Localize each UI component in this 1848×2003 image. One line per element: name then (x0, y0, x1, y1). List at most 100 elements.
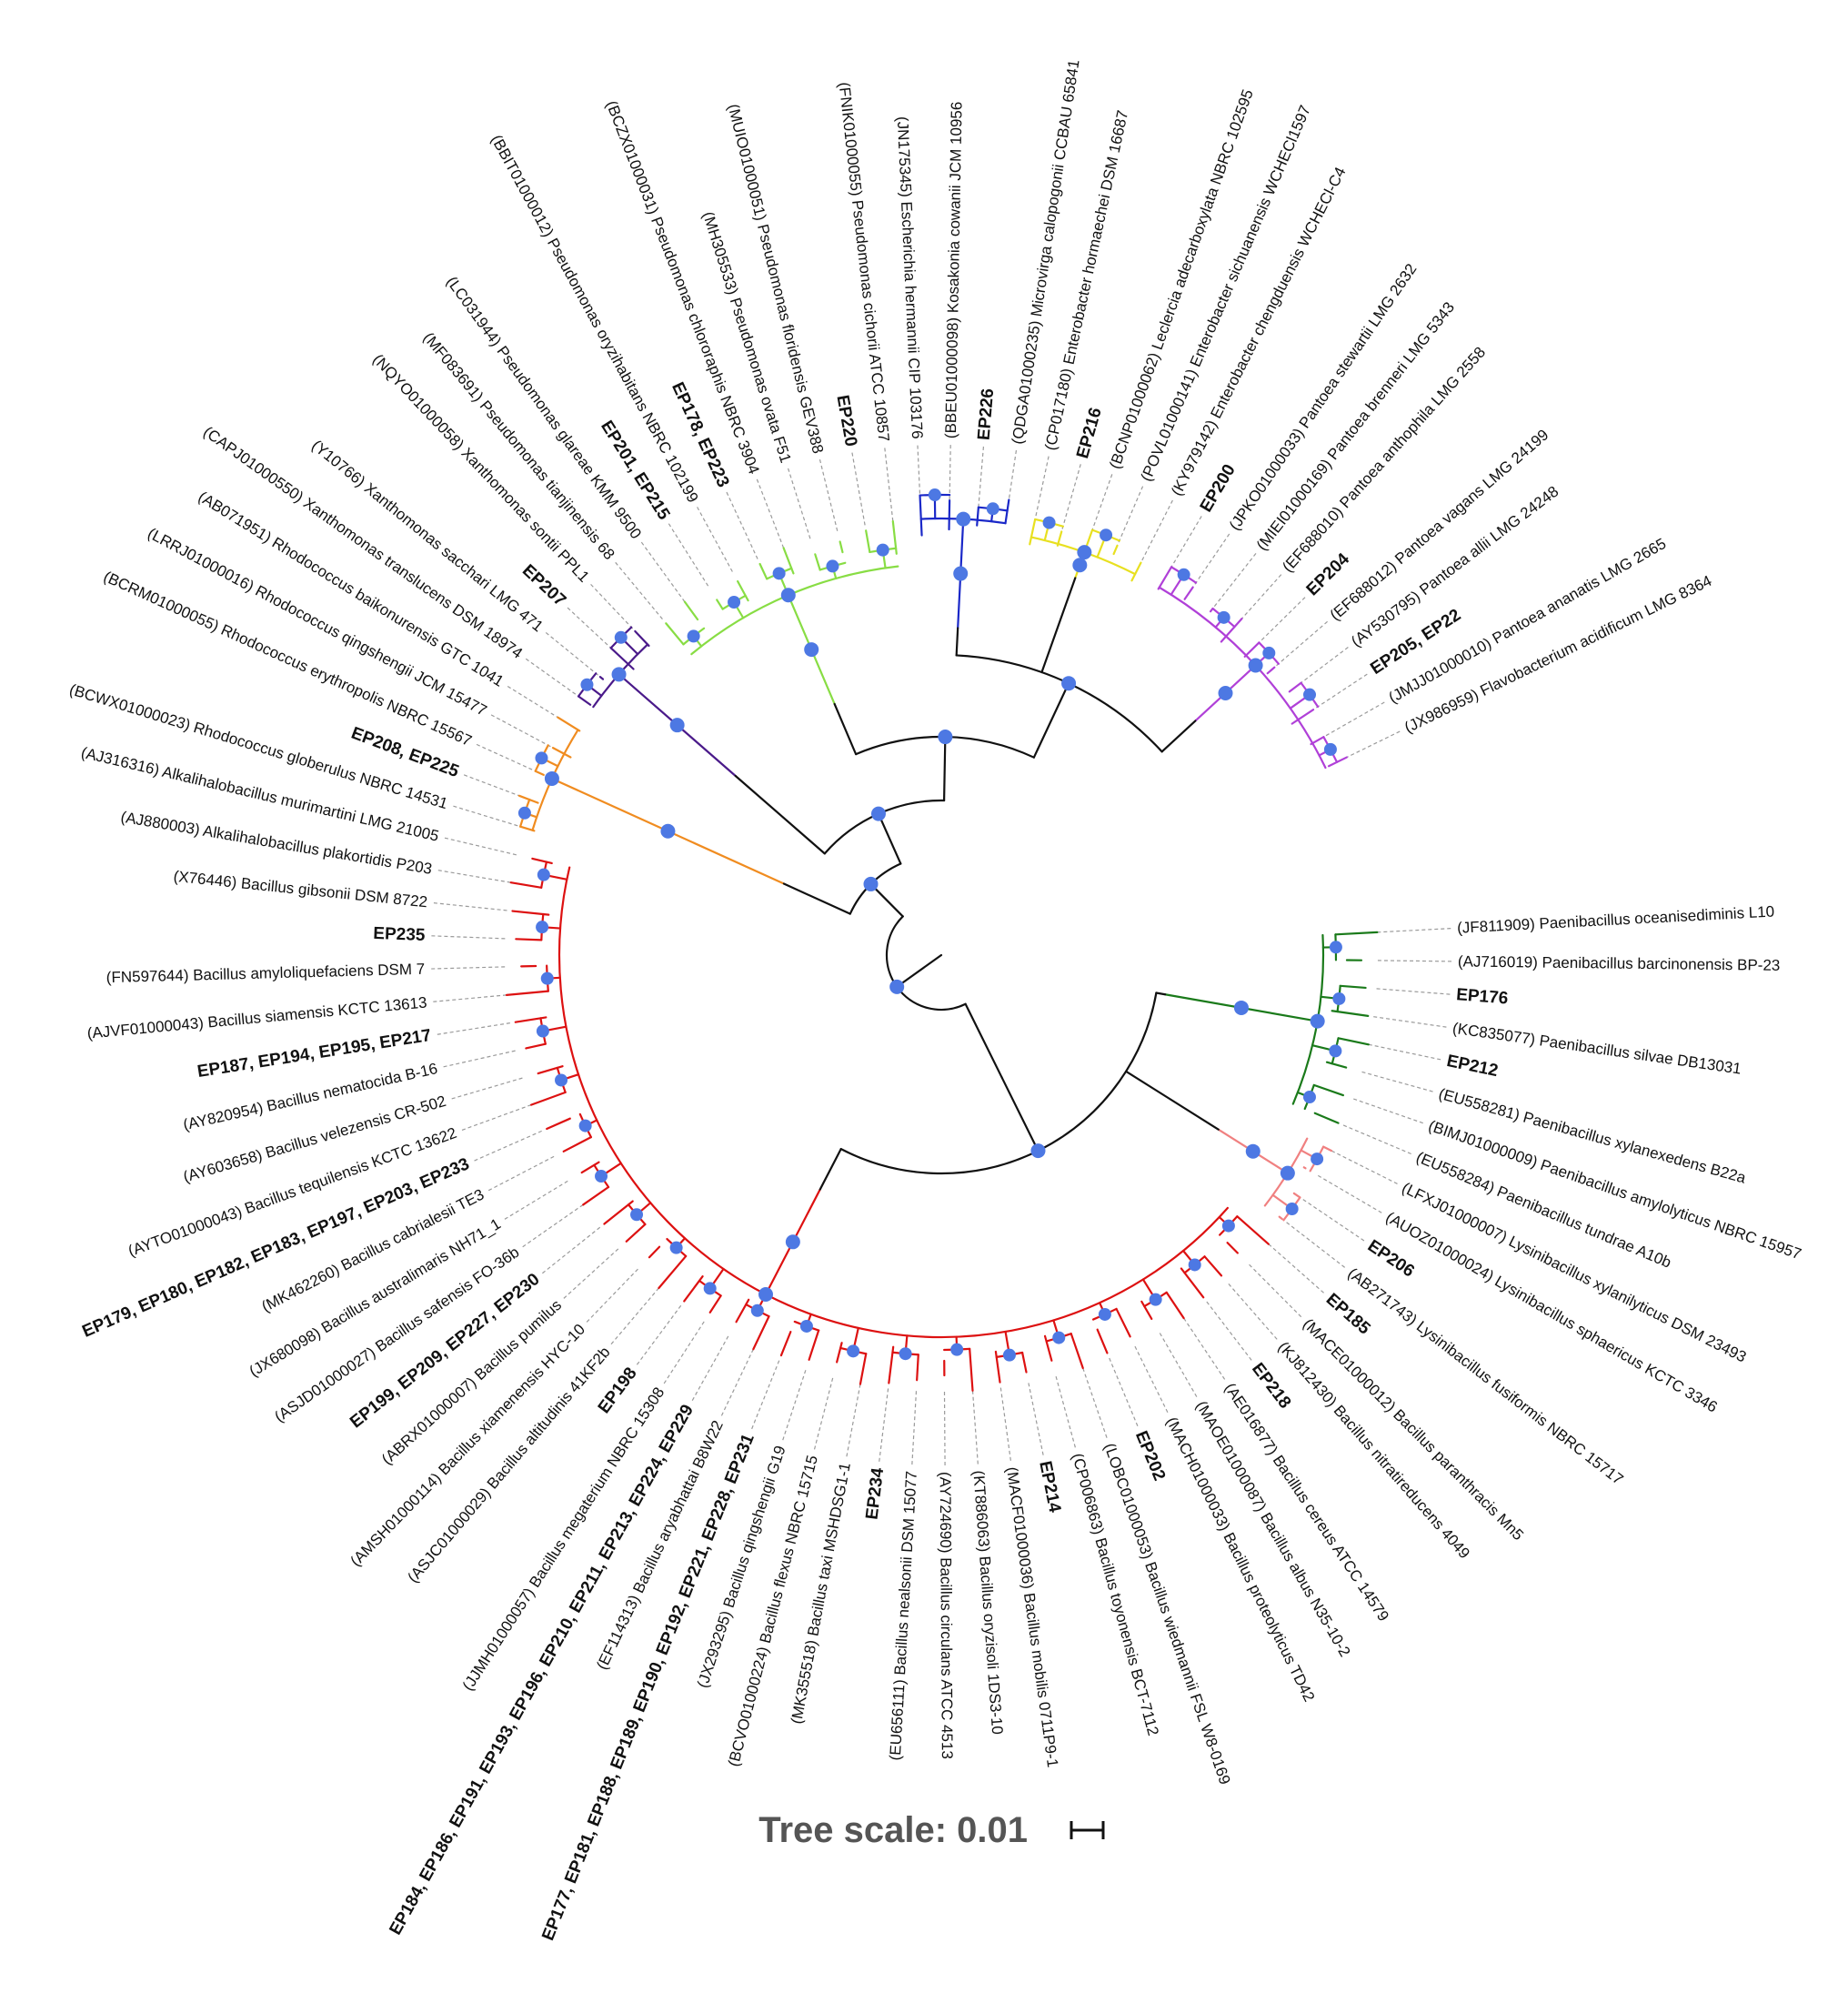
leaf-branch (1165, 1291, 1185, 1320)
isolate-label: EP204 (1303, 549, 1354, 599)
guide-line (1109, 1357, 1139, 1427)
reference-strain-label: (MACE01000012) Bacillus paranthracis Mn5 (1300, 1315, 1527, 1544)
guide-line (432, 994, 507, 1002)
backbone-branch (964, 1002, 1003, 1079)
bootstrap-node (1285, 1203, 1299, 1216)
isolate-label: EP198 (595, 1364, 641, 1417)
bootstrap-node (876, 543, 889, 557)
bootstrap-node (630, 1208, 644, 1222)
bootstrap-node (1280, 1165, 1295, 1181)
bootstrap-node (1303, 688, 1317, 701)
bootstrap-node (899, 1347, 912, 1361)
guide-line (1028, 1383, 1044, 1456)
isolate-label: EP185 (1322, 1290, 1374, 1339)
guide-line (589, 583, 642, 639)
bootstrap-node (950, 1343, 964, 1356)
isolate-label: EP207 (518, 561, 569, 610)
backbone-branch (877, 812, 902, 865)
bootstrap-node (544, 770, 559, 786)
bootstrap-node (611, 667, 627, 682)
bootstrap-node (799, 1319, 813, 1333)
guide-line (430, 935, 506, 940)
guide-line (884, 447, 894, 522)
guide-line (1376, 988, 1451, 995)
leaf-branch (814, 553, 821, 571)
backbone-branch (1000, 1076, 1040, 1152)
bootstrap-node (1002, 1348, 1016, 1362)
bootstrap-node (537, 868, 550, 881)
guide-line (636, 1304, 682, 1366)
guide-line (436, 1022, 510, 1035)
guide-line (562, 1248, 619, 1300)
guide-line (521, 1203, 584, 1248)
leaf-branch (859, 1353, 868, 1385)
leaf-branch (557, 716, 581, 732)
isolate-label: EP234 (863, 1466, 889, 1521)
backbone-branch (734, 774, 826, 855)
backbone-branch (819, 1148, 842, 1191)
bootstrap-node (517, 806, 531, 820)
leaf-branch (1302, 1166, 1307, 1170)
leaf-branch (916, 1354, 919, 1382)
backbone-branch (1037, 682, 1070, 750)
reference-strain-label: (KT886063) Bacillus oryzisoli 1DS3-10 (969, 1470, 1006, 1736)
guide-line (586, 1268, 638, 1324)
guide-line (1187, 532, 1230, 596)
guide-line (473, 1130, 542, 1162)
bootstrap-node (780, 588, 796, 603)
leaf-branch (530, 1091, 567, 1106)
leaf-branch (1312, 1083, 1345, 1097)
guide-line (726, 490, 758, 559)
guide-line (879, 1388, 889, 1463)
isolate-label: EP177, EP181, EP188, EP189, EP190, EP192… (538, 1431, 758, 1943)
isolate-label: EP212 (1445, 1052, 1500, 1081)
bootstrap-node (687, 629, 700, 643)
isolate-label: EP235 (373, 924, 426, 945)
backbone-branch (955, 627, 959, 657)
bootstrap-node (758, 1287, 773, 1303)
leaf-branch (531, 857, 553, 865)
guide-line (756, 478, 785, 549)
guide-line (1055, 1375, 1077, 1449)
leaf-branch (865, 529, 871, 554)
leaf-branch (779, 1330, 792, 1357)
guide-line (720, 1348, 754, 1417)
leaf-branch (735, 1298, 750, 1324)
guide-line (432, 901, 507, 911)
guide-line (1249, 1263, 1302, 1318)
reference-strain-label: (AMSH01000114) Bacillus xiamenensis HYC-… (347, 1321, 589, 1570)
bootstrap-node (928, 488, 941, 502)
guide-line (1139, 498, 1174, 567)
guide-line (1270, 620, 1329, 670)
leaf-branch (648, 1245, 661, 1259)
leaf-branch (609, 647, 635, 670)
guide-line (1206, 1301, 1253, 1362)
backbone-branch (1032, 748, 1040, 759)
isolate-label: EP216 (1073, 406, 1106, 461)
guide-line (1353, 1098, 1424, 1124)
clade-branches (505, 493, 1379, 1392)
leaf-branch (1157, 566, 1173, 590)
bootstrap-node (1221, 1219, 1235, 1233)
bootstrap-node (1332, 991, 1346, 1005)
guide-line (450, 1077, 523, 1100)
leaf-branch (1292, 1192, 1301, 1199)
leaf-labels: (JF811909) Paenibacillus oceanisediminis… (67, 58, 1803, 1943)
guide-line (691, 1335, 729, 1402)
guide-line (1082, 1367, 1108, 1439)
bootstrap-node (1302, 1091, 1316, 1104)
reference-strain-label: (JPKO01000033) Pantoea stewartii LMG 263… (1226, 260, 1421, 533)
guide-line (489, 713, 557, 750)
guide-line (911, 1391, 918, 1466)
leaf-branch (598, 676, 605, 680)
isolate-label: EP226 (975, 388, 999, 441)
guide-line (1228, 1283, 1279, 1341)
guide-line (475, 743, 545, 776)
guide-line (1342, 1124, 1412, 1155)
guide-line (846, 1384, 861, 1458)
guide-line (1361, 1071, 1434, 1092)
backbone-branch (869, 882, 904, 918)
guide-line (545, 631, 604, 680)
bootstrap-node (580, 678, 594, 691)
guide-line (696, 506, 733, 572)
